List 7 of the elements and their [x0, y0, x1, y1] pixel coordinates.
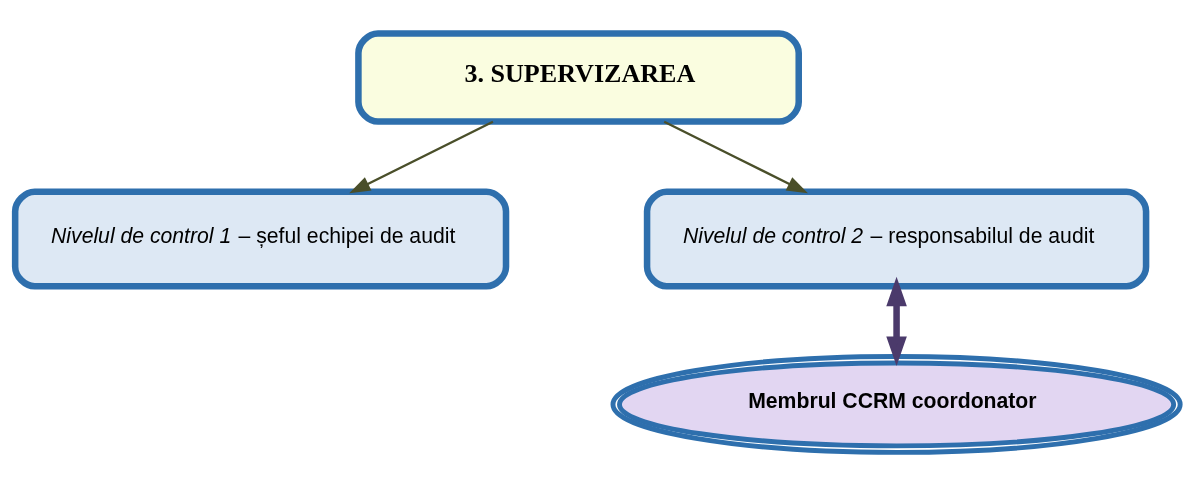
arrow [886, 276, 907, 366]
arrow [663, 120, 808, 193]
node-ellipse: Membrul CCRM coordonator [610, 353, 1183, 455]
node-box: Nivelul de control 1 – șeful echipei de audit [11, 187, 510, 290]
node-box: Nivelul de control 2 – responsabilul de audit [643, 187, 1150, 290]
arrow [349, 120, 494, 193]
node-box: 3. SUPERVIZAREA [355, 29, 802, 125]
